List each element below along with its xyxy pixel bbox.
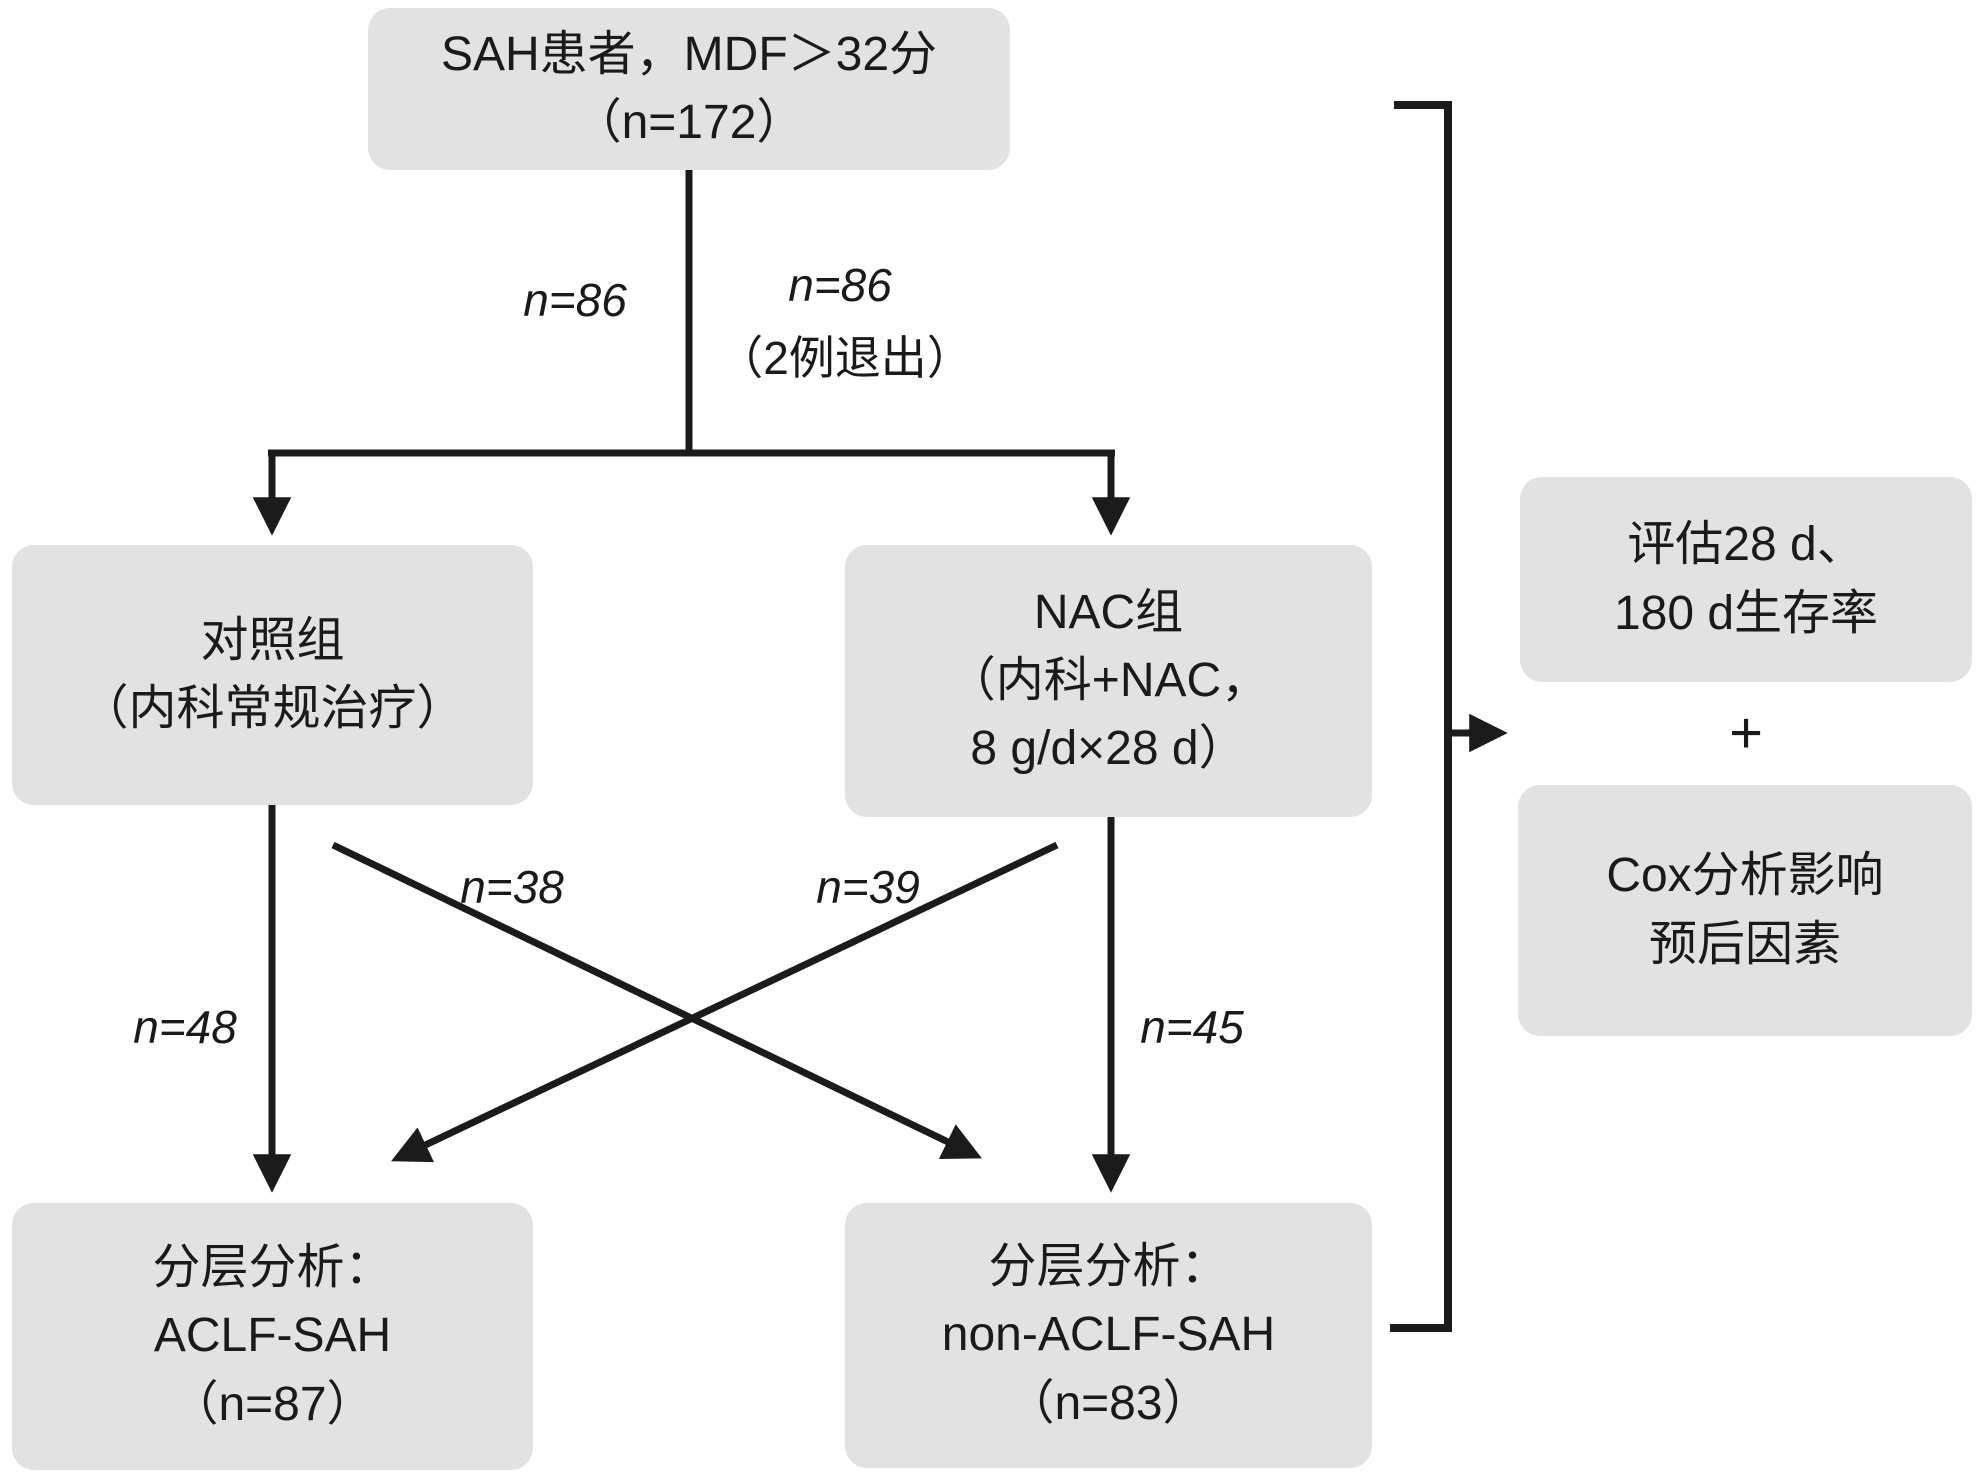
node-stratified-non-aclf: 分层分析： non-ACLF-SAH （n=83） xyxy=(845,1203,1372,1468)
label-control-to-aclf-n48: n=48 xyxy=(133,1001,237,1053)
node-control-group-line2: （内科常规治疗） xyxy=(80,682,465,735)
label-nac-to-non-aclf-n45: n=45 xyxy=(1140,1001,1244,1053)
node-nac-group: NAC组 （内科+NAC， 8 g/d×28 d） xyxy=(845,545,1372,817)
node-cox-analysis-line1: Cox分析影响 xyxy=(1606,849,1884,903)
node-stratified-non-aclf-line3: （n=83） xyxy=(1006,1376,1211,1430)
node-stratified-aclf: 分层分析： ACLF-SAH （n=87） xyxy=(12,1203,533,1470)
label-nac-to-aclf-n39: n=39 xyxy=(816,861,920,913)
label-nac-n86: n=86 xyxy=(788,259,892,311)
node-nac-group-line1: NAC组 xyxy=(1033,585,1184,639)
node-cox-analysis-line2: 预后因素 xyxy=(1648,917,1841,971)
node-sah-patients-line1: SAH患者，MDF＞32分 xyxy=(440,27,938,81)
node-cox-analysis: Cox分析影响 预后因素 xyxy=(1518,785,1972,1036)
node-sah-patients-line2: （n=172） xyxy=(573,96,805,149)
node-nac-group-line2: （内科+NAC， xyxy=(947,653,1270,707)
node-survival-evaluation-line2: 180 d生存率 xyxy=(1613,586,1879,640)
node-sah-patients: SAH患者，MDF＞32分 （n=172） xyxy=(368,8,1010,170)
node-stratified-non-aclf-line2: non-ACLF-SAH xyxy=(941,1308,1276,1362)
bracket-outcomes xyxy=(1390,101,1452,1332)
node-stratified-aclf-line3: （n=87） xyxy=(170,1377,375,1431)
node-control-group: 对照组 （内科常规治疗） xyxy=(12,545,533,805)
node-stratified-non-aclf-line1: 分层分析： xyxy=(988,1240,1229,1294)
node-control-group-line1: 对照组 xyxy=(200,613,345,667)
node-nac-group-line3: 8 g/d×28 d） xyxy=(970,722,1247,776)
label-control-n86: n=86 xyxy=(523,274,627,326)
node-survival-evaluation: 评估28 d、 180 d生存率 xyxy=(1520,477,1972,682)
node-stratified-aclf-line2: ACLF-SAH xyxy=(153,1309,392,1363)
node-survival-evaluation-line1: 评估28 d、 xyxy=(1627,518,1865,572)
label-control-to-non-aclf-n38: n=38 xyxy=(460,861,564,913)
arrow-nac-to-aclf xyxy=(391,841,1059,1163)
node-stratified-aclf-line1: 分层分析： xyxy=(152,1241,393,1295)
label-plus-sign: + xyxy=(1729,700,1763,766)
label-nac-dropout: （2例退出） xyxy=(717,332,973,384)
arrow-control-to-non-aclf xyxy=(331,841,982,1159)
